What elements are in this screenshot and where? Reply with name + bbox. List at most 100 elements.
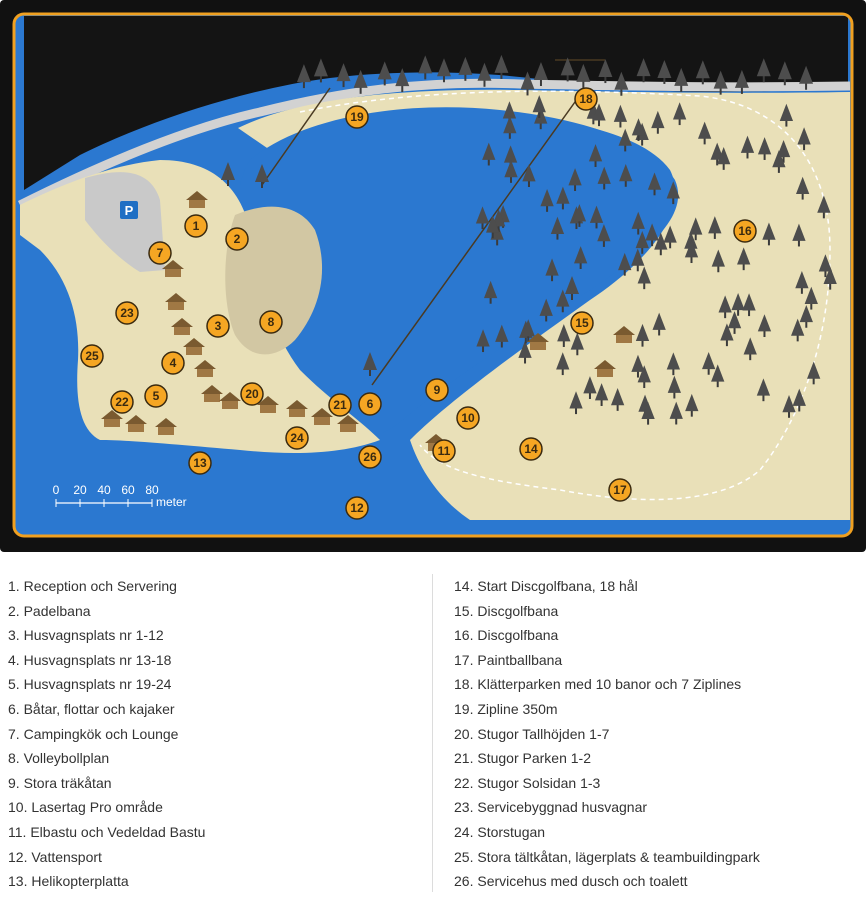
- map-marker-label: 14: [524, 442, 538, 456]
- map-marker[interactable]: 4: [161, 351, 185, 375]
- tree-icon: [795, 271, 809, 294]
- legend-item-number: 3.: [8, 627, 20, 644]
- map-marker[interactable]: 24: [285, 426, 309, 450]
- map-marker[interactable]: 15: [570, 311, 594, 335]
- tree-icon: [458, 56, 473, 81]
- tree-icon: [685, 393, 699, 417]
- legend-item-text: Stugor Parken 1-2: [477, 750, 591, 767]
- tree-icon: [483, 280, 498, 304]
- map-marker-circle: [358, 392, 382, 416]
- map-marker[interactable]: 25: [80, 344, 104, 368]
- cabin-icon: [186, 191, 208, 208]
- map-trail: [299, 90, 831, 501]
- cabin-icon: [201, 385, 223, 402]
- map-marker-label: 23: [120, 306, 134, 320]
- map-marker-circle: [328, 393, 352, 417]
- tree-icon: [776, 139, 791, 163]
- map-marker[interactable]: 13: [188, 451, 212, 475]
- legend-item: 14. Start Discgolfbana, 18 hål: [454, 574, 864, 599]
- map-marker[interactable]: 7: [148, 241, 172, 265]
- tree-icon: [674, 67, 689, 92]
- tree-icon: [560, 57, 575, 82]
- tree-icon: [666, 352, 681, 376]
- cabin-icon: [337, 415, 359, 432]
- map-marker-label: 3: [215, 319, 222, 333]
- map-marker[interactable]: 21: [328, 393, 352, 417]
- map-road: [17, 78, 851, 210]
- tree-icon: [711, 249, 725, 273]
- map-marker-label: 18: [579, 92, 593, 106]
- tree-icon: [618, 252, 632, 276]
- tree-icon: [777, 61, 792, 86]
- tree-icon: [518, 340, 532, 364]
- map-marker[interactable]: 22: [110, 390, 134, 414]
- map-marker[interactable]: 14: [519, 437, 543, 461]
- tree-icon: [475, 206, 490, 230]
- map-marker[interactable]: 9: [425, 378, 449, 402]
- map-marker-circle: [259, 310, 283, 334]
- map-marker[interactable]: 5: [144, 384, 168, 408]
- map-marker-label: 25: [85, 349, 99, 363]
- tree-icon: [762, 222, 776, 246]
- map-marker[interactable]: 12: [345, 496, 369, 520]
- map-marker[interactable]: 20: [240, 382, 264, 406]
- map-marker[interactable]: 26: [358, 445, 382, 469]
- map-marker[interactable]: 3: [206, 314, 230, 338]
- cabin-icon: [101, 410, 123, 427]
- cabin-icon: [194, 360, 216, 377]
- tree-icon: [613, 104, 628, 128]
- cabin-icon: [171, 318, 193, 335]
- tree-icon: [635, 323, 650, 347]
- tree-icon: [799, 65, 814, 90]
- legend-item: 10. Lasertag Pro område: [8, 795, 428, 820]
- tree-icon: [743, 337, 757, 361]
- scale-tick-label: 40: [97, 483, 111, 497]
- map-marker-circle: [432, 439, 456, 463]
- map-marker-label: 20: [245, 387, 259, 401]
- map-marker-label: 26: [363, 450, 377, 464]
- tree-icon: [565, 276, 579, 300]
- cabin-icon: [125, 415, 147, 432]
- tree-icon: [619, 163, 633, 187]
- map-marker[interactable]: 6: [358, 392, 382, 416]
- map-marker[interactable]: 1: [184, 214, 208, 238]
- tree-icon: [522, 164, 536, 188]
- map-marker-circle: [285, 426, 309, 450]
- tree-icon: [663, 225, 677, 249]
- map-marker[interactable]: 11: [432, 439, 456, 463]
- map-marker[interactable]: 16: [733, 219, 757, 243]
- map-marker-label: 21: [333, 398, 347, 412]
- map-marker[interactable]: 19: [345, 105, 369, 129]
- scale-tick-label: 60: [121, 483, 135, 497]
- map-marker[interactable]: 8: [259, 310, 283, 334]
- tree-icon: [720, 323, 734, 347]
- tree-icon: [521, 319, 535, 343]
- tree-icon: [641, 401, 655, 425]
- tree-icon: [313, 58, 328, 83]
- legend-item-text: Stora träkåtan: [23, 774, 112, 791]
- legend-item: 11. Elbastu och Vedeldad Bastu: [8, 820, 428, 845]
- tree-icon: [782, 394, 796, 418]
- tree-icon: [550, 216, 565, 240]
- map-marker[interactable]: 2: [225, 227, 249, 251]
- tree-icon: [610, 388, 625, 411]
- tree-icon: [503, 115, 517, 139]
- legend-item-text: Discgolfbana: [477, 627, 559, 644]
- map-marker[interactable]: 10: [456, 406, 480, 430]
- tree-icon: [477, 62, 492, 87]
- legend-item-number: 20.: [454, 725, 474, 742]
- map-marker-label: 8: [268, 315, 275, 329]
- map-marker-circle: [161, 351, 185, 375]
- tree-icon: [631, 118, 646, 141]
- legend-item: 19. Zipline 350m: [454, 697, 864, 722]
- legend-item: 6. Båtar, flottar och kajaker: [8, 697, 428, 722]
- cabin-icon: [311, 408, 333, 425]
- tree-icon: [556, 352, 570, 376]
- map-marker[interactable]: 18: [574, 87, 598, 111]
- legend-item-number: 8.: [8, 750, 20, 767]
- tree-icon: [631, 248, 645, 272]
- legend-item-number: 13.: [8, 873, 28, 890]
- map-marker[interactable]: 23: [115, 301, 139, 325]
- map-marker[interactable]: 17: [608, 478, 632, 502]
